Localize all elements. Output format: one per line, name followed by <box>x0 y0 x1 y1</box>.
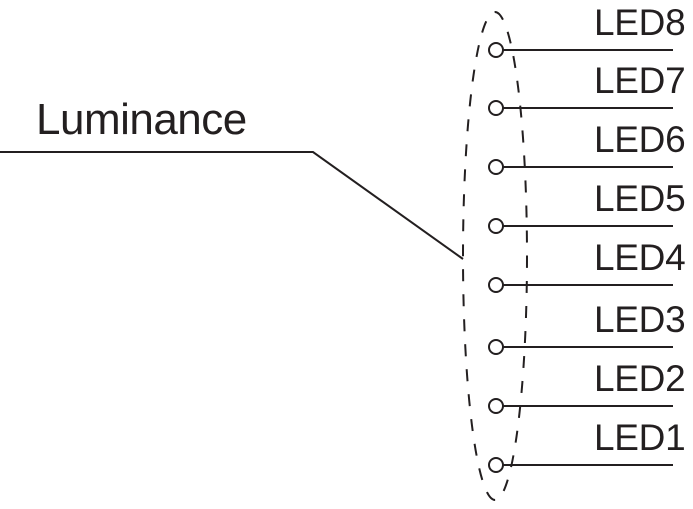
led-node-circle <box>488 100 504 116</box>
led-label-led3: LED3 <box>594 299 686 340</box>
luminance-leader-path <box>0 151 464 260</box>
luminance-source-label: Luminance <box>36 95 247 144</box>
led-node-circle <box>488 398 504 414</box>
led-node-circle <box>488 218 504 234</box>
led-node-circle <box>488 457 504 473</box>
led-node-circles-group <box>488 42 504 473</box>
led-label-led2: LED2 <box>594 358 686 399</box>
led-node-circle <box>488 339 504 355</box>
luminance-leader-line <box>0 151 464 260</box>
led-node-circle <box>488 277 504 293</box>
led-label-led4: LED4 <box>594 237 686 278</box>
led-string-group-ellipse <box>462 11 528 501</box>
led-node-circle <box>488 159 504 175</box>
led-wires-group <box>503 49 673 466</box>
led-label-led7: LED7 <box>594 60 686 101</box>
led-label-led6: LED6 <box>594 119 686 160</box>
led-node-circle <box>488 42 504 58</box>
led-group-dashed-ellipse <box>462 11 528 501</box>
led-label-led5: LED5 <box>594 178 686 219</box>
led-label-led8: LED8 <box>594 2 686 43</box>
led-label-led1: LED1 <box>594 417 686 458</box>
